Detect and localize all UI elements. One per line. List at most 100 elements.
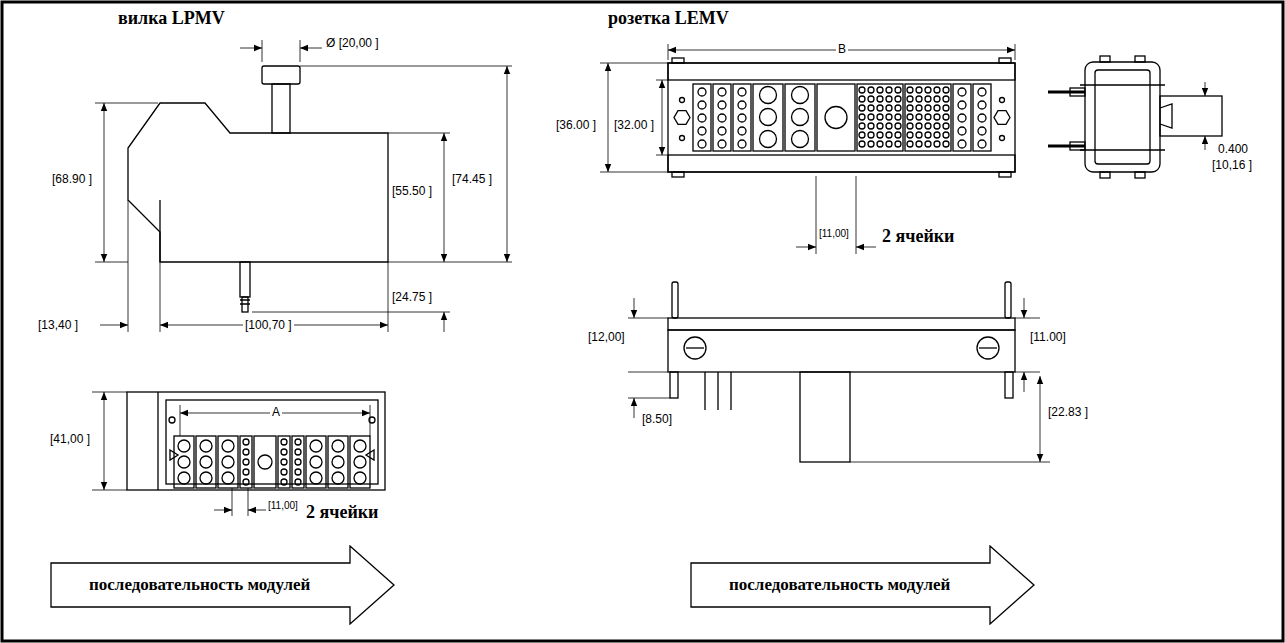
contact: [934, 123, 940, 129]
drawing-line: [248, 510, 266, 511]
dimension: [8.50]: [642, 412, 672, 426]
contact: [178, 472, 190, 484]
contact: [760, 87, 777, 104]
sequence-arrow: последовательность модулей: [50, 545, 395, 625]
dimension: [74.45 ]: [452, 172, 492, 186]
drawing-rect: [668, 155, 1015, 172]
contact: [877, 96, 883, 102]
contact: [354, 440, 366, 452]
drawing-line: [507, 66, 508, 262]
drawing-line: [214, 510, 232, 511]
drawing-line: [240, 48, 262, 49]
contact: [907, 87, 913, 93]
key-hex: [994, 111, 1010, 125]
dimension: [100,70 ]: [243, 318, 294, 332]
contact: [718, 88, 726, 96]
drawing-path: [92, 392, 127, 490]
contact: [738, 101, 746, 109]
contact: [295, 479, 301, 485]
module: [278, 436, 290, 488]
drawing-rect: [1085, 62, 1160, 172]
drawing-line: [444, 133, 445, 262]
drawing-line: [1024, 372, 1025, 392]
module: [306, 436, 326, 488]
contact: [877, 141, 883, 147]
drawing-line: [1205, 82, 1206, 96]
dimension: [55.50 ]: [392, 184, 432, 198]
contact: [934, 87, 940, 93]
contact: [895, 87, 901, 93]
module: [196, 436, 216, 488]
contact: [718, 101, 726, 109]
drawing-line: [104, 103, 105, 262]
dimension: 0.400: [1218, 142, 1248, 156]
drawing-rect: [127, 392, 385, 490]
contact: [859, 141, 865, 147]
drawing-rect: [672, 282, 678, 318]
module: [817, 84, 855, 151]
module: [973, 84, 991, 151]
drawing-line: [662, 80, 663, 155]
dimension: Ø [20,00 ]: [326, 36, 379, 50]
contact: [916, 114, 922, 120]
contact: [978, 114, 986, 122]
drawing-path: [128, 103, 388, 262]
drawing-circle: [977, 337, 999, 359]
contact: [925, 141, 931, 147]
drawing-rect: [670, 372, 678, 398]
receptacle-front-dimensions: [628, 298, 1050, 462]
drawing-path: [656, 80, 668, 155]
contact: [943, 132, 949, 138]
dimension: [24.75 ]: [392, 290, 432, 304]
contact: [925, 132, 931, 138]
contact: [859, 123, 865, 129]
contact: [859, 114, 865, 120]
module: [753, 84, 783, 151]
module: [218, 436, 238, 488]
drawing-path: [232, 488, 248, 516]
drawing-rect: [999, 172, 1011, 177]
drawing-line: [100, 325, 128, 326]
contact: [718, 127, 726, 135]
module: [857, 84, 903, 151]
contact: [934, 132, 940, 138]
contact: [281, 439, 287, 445]
dimension: [41,00 ]: [50, 432, 90, 446]
drawing-g: [174, 436, 370, 488]
drawing-rect: [668, 330, 1015, 372]
drawing-path: [686, 347, 704, 348]
contact: [877, 114, 883, 120]
contact: [886, 123, 892, 129]
dimension: [11,00]: [268, 500, 298, 511]
contact: [222, 456, 234, 468]
drawing-rect: [1070, 88, 1085, 96]
drawing-rect: [1005, 372, 1013, 398]
contact: [877, 123, 883, 129]
drawing-rect: [1005, 282, 1011, 318]
view-title: вилка LPMV: [118, 8, 225, 29]
drawing-line: [1040, 376, 1041, 462]
drawing-path: [850, 318, 1050, 462]
hole: [680, 136, 685, 141]
contact: [178, 440, 190, 452]
contact: [200, 456, 212, 468]
contact: [978, 101, 986, 109]
contact: [310, 472, 322, 484]
dimension: [32.00 ]: [614, 118, 654, 132]
drawing-rect: [672, 58, 684, 63]
drawing-rect: [1160, 96, 1222, 136]
view-title: розетка LEMV: [608, 8, 729, 29]
contact: [295, 449, 301, 455]
drawing-line: [856, 247, 876, 248]
module: [174, 436, 194, 488]
drawing-rect: [800, 372, 850, 462]
hole: [1000, 136, 1005, 141]
contact: [859, 105, 865, 111]
contact: [698, 114, 706, 122]
dimension: [36.00 ]: [556, 118, 596, 132]
module: [254, 436, 276, 488]
receptacle-top-view: [668, 58, 1015, 177]
dimension: [68.90 ]: [52, 172, 92, 186]
drawing-rect: [999, 58, 1011, 63]
contact: [943, 105, 949, 111]
